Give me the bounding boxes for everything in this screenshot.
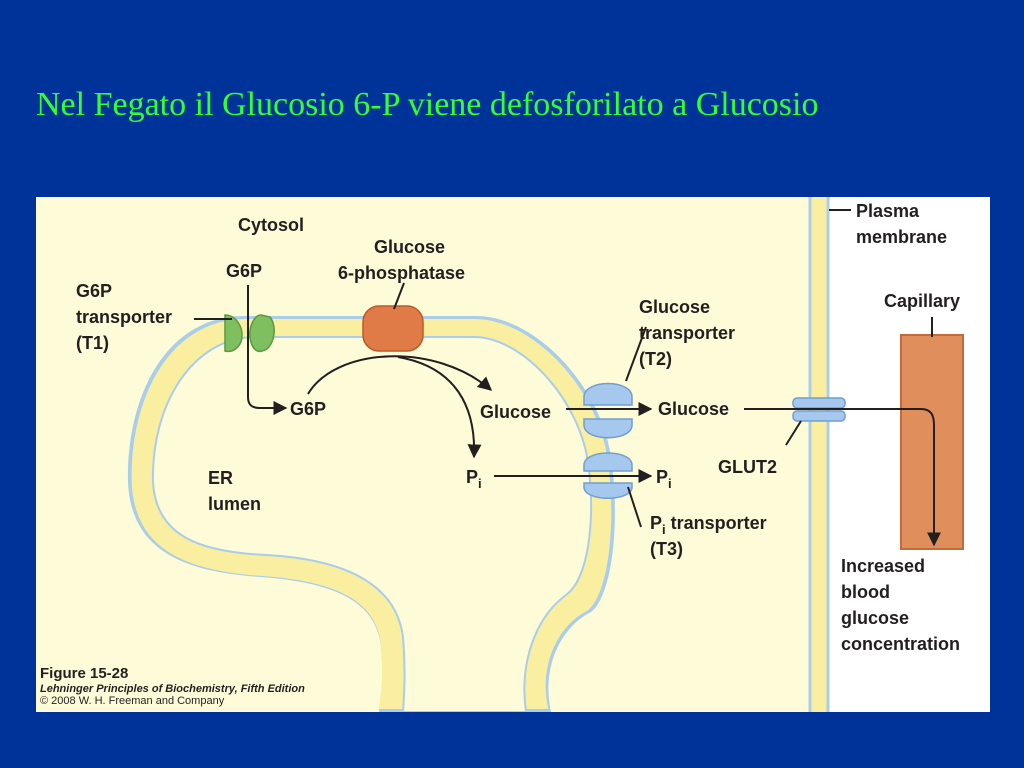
leader-t3	[627, 486, 642, 528]
figure-caption: Figure 15-28 Lehninger Principles of Bio…	[40, 665, 305, 708]
g6p-top-label: G6P	[226, 261, 262, 281]
glucose-transporter-label: Glucose transporter (T2)	[639, 297, 740, 369]
cytosol-label: Cytosol	[238, 215, 304, 235]
pi-cytosol-label: Pi	[656, 467, 672, 491]
arrow-g6p-import	[247, 285, 288, 415]
pi-transporter-t3	[583, 452, 633, 499]
slide-title: Nel Fegato il Glucosio 6-P viene defosfo…	[36, 86, 819, 123]
leader-glut2	[785, 420, 802, 446]
g6p-transporter-t1	[224, 314, 275, 353]
g6p-transporter-label: G6P transporter (T1)	[76, 281, 177, 353]
glucose-transporter-t2	[583, 382, 633, 439]
er-glucose-diagram: Cytosol Plasma membrane Capillary G6P G6…	[36, 197, 990, 712]
plasma-membrane-label: Plasma membrane	[856, 201, 947, 247]
glucose-6-phosphatase	[362, 305, 424, 352]
plasma-membrane	[808, 197, 830, 712]
leader-phosphatase	[393, 282, 405, 310]
figure-number: Figure 15-28	[40, 665, 129, 683]
figure-book: Lehninger Principles of Biochemistry, Fi…	[40, 682, 305, 695]
capillary-label: Capillary	[884, 291, 960, 311]
arrow-glucose-to-blood	[744, 408, 941, 547]
glucose-lumen-label: Glucose	[480, 402, 551, 422]
figure-copyright: © 2008 W. H. Freeman and Company	[40, 695, 225, 708]
glut2-label: GLUT2	[718, 457, 777, 477]
leader-t2	[625, 326, 647, 382]
glucose-6-phosphatase-label: Glucose 6-phosphatase	[338, 237, 465, 283]
increased-glucose-label: Increased blood glucose concentration	[841, 556, 960, 654]
er-lumen-label: ER lumen	[208, 468, 261, 514]
arrow-hydrolysis-glucose	[307, 355, 493, 395]
pi-transporter-label: Pi transporter (T3)	[650, 513, 772, 559]
glucose-cytosol-label: Glucose	[658, 399, 729, 419]
capillary	[900, 334, 964, 550]
pi-lumen-label: Pi	[466, 467, 482, 491]
er-membrane	[127, 316, 615, 712]
g6p-lumen-label: G6P	[290, 399, 326, 419]
arrow-hydrolysis-pi	[397, 356, 482, 459]
